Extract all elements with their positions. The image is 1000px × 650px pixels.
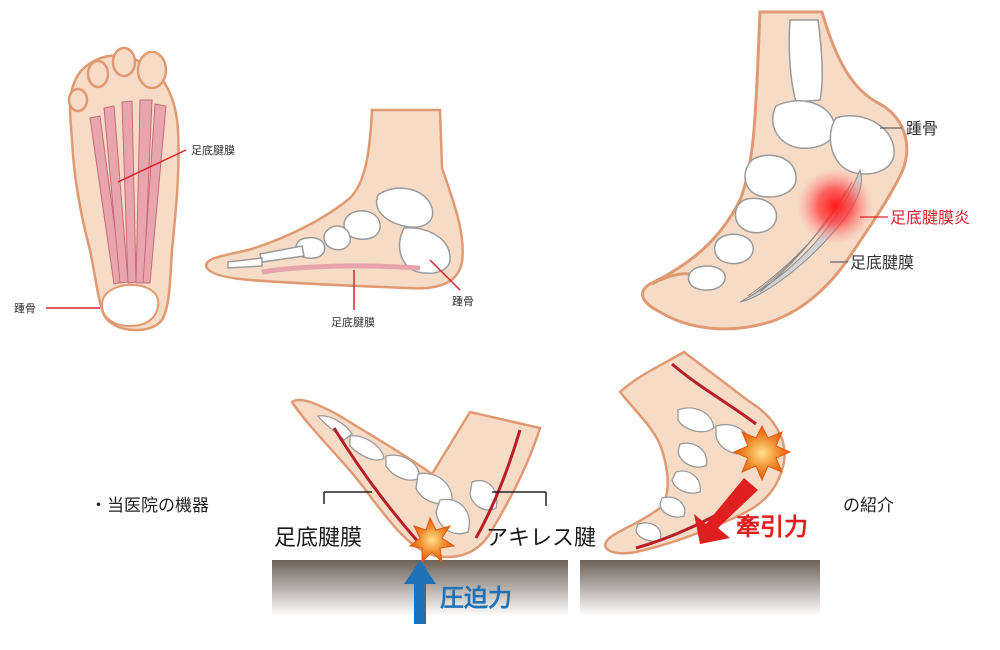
side-calcaneus-label: 踵骨	[452, 294, 474, 308]
intro-text: ・当医院の機器	[90, 491, 209, 516]
side-view-illustration	[206, 110, 463, 310]
fascia-label-bottom: 足底腱膜	[274, 526, 362, 551]
sole-fascia-label: 足底腱膜	[191, 143, 235, 157]
traction-label: 牽引力	[736, 513, 808, 541]
fascia-label-right: 足底腱膜	[850, 253, 914, 272]
compression-label: 圧迫力	[440, 584, 512, 612]
fasciitis-label: 足底腱膜炎	[890, 208, 970, 227]
ground-right	[580, 560, 820, 616]
achilles-label: アキレス腱	[486, 526, 596, 551]
heel-closeup-illustration	[643, 12, 907, 329]
calcaneus-label: 踵骨	[906, 119, 938, 138]
suffix-text: の紹介	[843, 491, 894, 516]
side-fascia-label: 足底腱膜	[331, 315, 375, 329]
sole-calcaneus-label: 踵骨	[14, 301, 36, 315]
sole-view-illustration	[46, 48, 186, 330]
